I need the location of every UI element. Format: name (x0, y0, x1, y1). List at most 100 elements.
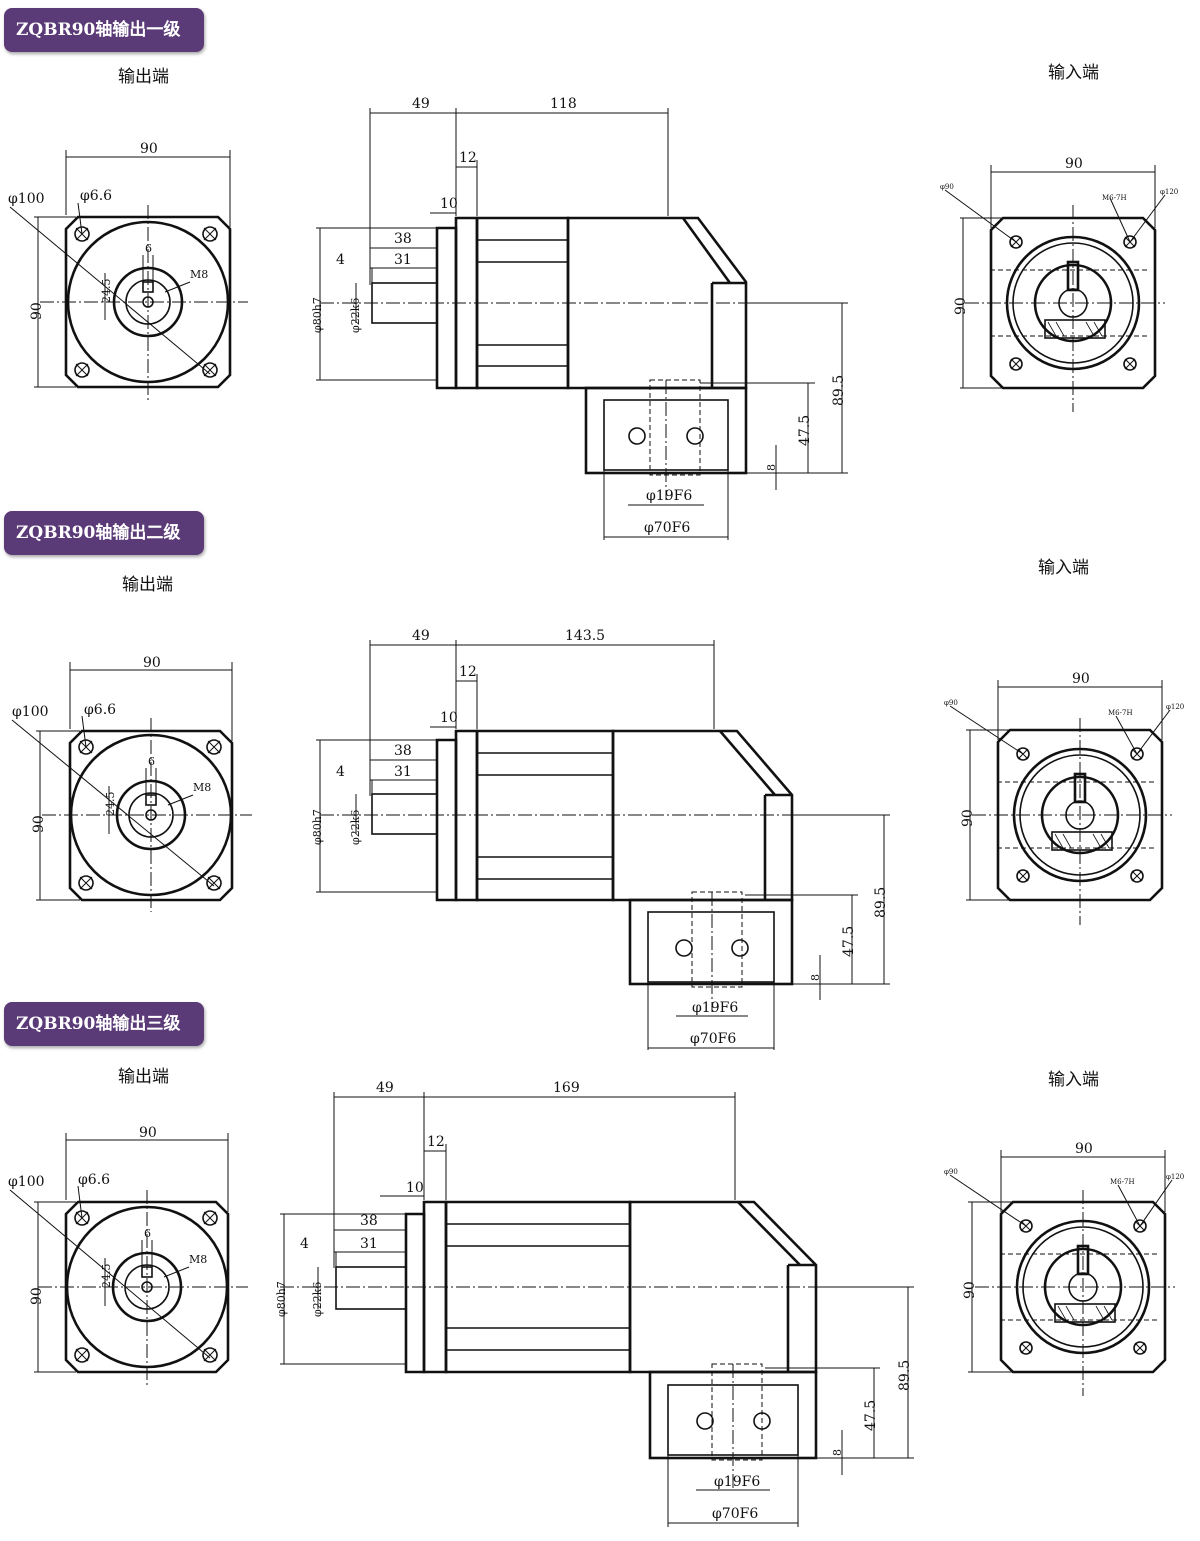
input-height-dim-2: 90 (960, 809, 976, 827)
side-spigot-2: φ70F6 (690, 1031, 736, 1047)
side-key-len-1: 31 (394, 252, 412, 268)
section-title-2: ZQBR90轴输出二级 (4, 511, 204, 555)
input-view-2: 90 90 φ90 M6-7H φ120 (944, 671, 1184, 925)
input-view-1: 90 90 φ90 M6-7H φ120 (940, 156, 1178, 412)
front-hole-dim-2: φ6.6 (84, 702, 116, 718)
output-end-label-2: 输出端 (122, 575, 173, 595)
front-pcd-dim-1: φ100 (8, 191, 45, 207)
front-hole-dim-3: φ6.6 (78, 1172, 110, 1188)
front-width-dim-2: 90 (143, 655, 161, 671)
output-end-label-3: 输出端 (118, 1067, 169, 1087)
side-bore-2: φ19F6 (692, 1000, 738, 1016)
side-key-off-2: 4 (336, 764, 345, 780)
side-base-height-3: 47.5 (863, 1400, 879, 1431)
section-1-drawings: 输出端 输入端 (8, 63, 1178, 540)
front-height-dim-3: 90 (29, 1287, 45, 1305)
side-shaft-dia-2: φ22k6 (349, 810, 362, 845)
front-view-1: 90 90 φ100 φ6.6 6 24.5 M8 (8, 141, 248, 400)
side-view-1: 49 118 12 10 38 31 4 φ80h7 φ22k6 89.5 47… (311, 96, 848, 540)
input-screws-2: M6-7H (1108, 709, 1133, 717)
front-key-dim-3: 6 (144, 1227, 151, 1240)
side-view-2: 49 143.5 12 10 38 31 4 φ80h7 φ22k6 89.5 … (311, 628, 890, 1050)
input-pcd-left-1: φ90 (940, 183, 954, 191)
side-total-height-1: 89.5 (831, 375, 847, 406)
front-key-height-dim-1: 24.5 (100, 279, 113, 304)
side-bore-1: φ19F6 (646, 488, 692, 504)
side-base-offset-2: 8 (809, 974, 822, 981)
side-base-height-2: 47.5 (841, 926, 857, 957)
input-pcd-right-2: φ120 (1166, 703, 1184, 711)
input-end-label-1: 输入端 (1048, 63, 1099, 83)
input-height-dim-1: 90 (953, 297, 969, 315)
side-step-3: 12 (427, 1134, 445, 1150)
side-key-len-3: 31 (360, 1236, 378, 1252)
side-shaft-dia-1: φ22k6 (349, 298, 362, 333)
side-bore-3: φ19F6 (714, 1474, 760, 1490)
input-width-dim-3: 90 (1075, 1141, 1093, 1157)
section-title-3: ZQBR90轴输出三级 (4, 1002, 204, 1046)
front-key-dim-2: 6 (148, 755, 155, 768)
section-2-drawings: 输出端 输入端 (11, 558, 1184, 1050)
side-key-off-3: 4 (300, 1236, 309, 1252)
input-view-3: 90 90 φ90 M6-7H φ120 (944, 1141, 1184, 1396)
front-pcd-dim-3: φ100 (8, 1174, 45, 1190)
side-shaft-dia-3: φ22k6 (311, 1282, 324, 1317)
side-shaft-len-2: 38 (394, 743, 412, 759)
front-pcd-dim-2: φ100 (12, 704, 49, 720)
side-flange-len-1: 49 (412, 96, 430, 112)
front-width-dim-3: 90 (139, 1125, 157, 1141)
input-screws-3: M6-7H (1110, 1178, 1135, 1186)
side-collar-1: 10 (440, 196, 458, 212)
front-key-height-dim-2: 24.5 (104, 792, 117, 817)
side-pilot-3: φ80h7 (275, 1281, 288, 1317)
input-pcd-left-2: φ90 (944, 699, 958, 707)
input-pcd-right-3: φ120 (1166, 1173, 1184, 1181)
side-collar-2: 10 (440, 710, 458, 726)
side-key-len-2: 31 (394, 764, 412, 780)
side-view-3: 49 169 12 10 38 31 4 φ80h7 φ22k6 89.5 47… (275, 1080, 914, 1527)
front-hole-dim-1: φ6.6 (80, 188, 112, 204)
side-total-height-3: 89.5 (897, 1360, 913, 1391)
side-total-height-2: 89.5 (873, 887, 889, 918)
input-width-dim-2: 90 (1072, 671, 1090, 687)
section-3-drawings: 输出端 输入端 (8, 1067, 1184, 1527)
input-pcd-left-3: φ90 (944, 1168, 958, 1176)
side-key-off-1: 4 (336, 252, 345, 268)
side-step-2: 12 (459, 664, 477, 680)
front-thread-dim-1: M8 (190, 268, 208, 281)
output-end-label-1: 输出端 (118, 67, 169, 87)
section-title-1: ZQBR90轴输出一级 (4, 8, 204, 52)
front-width-dim-1: 90 (140, 141, 158, 157)
side-spigot-1: φ70F6 (644, 520, 690, 536)
side-shaft-len-1: 38 (394, 231, 412, 247)
side-pilot-2: φ80h7 (311, 809, 324, 845)
front-height-dim-1: 90 (29, 302, 45, 320)
side-body-len-3: 169 (553, 1080, 580, 1096)
front-view-2: 90 90 φ100 φ6.6 6 24.5 M8 (11, 655, 252, 912)
side-body-len-2: 143.5 (565, 628, 605, 644)
input-end-label-2: 输入端 (1038, 558, 1089, 578)
input-height-dim-3: 90 (962, 1281, 978, 1299)
front-view-3: 90 90 φ100 φ6.6 6 24.5 M8 (8, 1125, 248, 1385)
side-base-offset-3: 8 (831, 1449, 844, 1456)
front-thread-dim-2: M8 (193, 781, 211, 794)
side-base-height-1: 47.5 (797, 415, 813, 446)
side-base-offset-1: 8 (765, 464, 778, 471)
side-step-1: 12 (459, 150, 477, 166)
side-flange-len-3: 49 (376, 1080, 394, 1096)
side-flange-len-2: 49 (412, 628, 430, 644)
input-screws-1: M6-7H (1102, 194, 1127, 202)
input-end-label-3: 输入端 (1048, 1070, 1099, 1090)
input-pcd-right-1: φ120 (1160, 188, 1178, 196)
side-shaft-len-3: 38 (360, 1213, 378, 1229)
side-body-len-1: 118 (550, 96, 577, 112)
input-width-dim-1: 90 (1065, 156, 1083, 172)
side-pilot-1: φ80h7 (311, 297, 324, 333)
side-collar-3: 10 (406, 1180, 424, 1196)
side-spigot-3: φ70F6 (712, 1506, 758, 1522)
front-key-dim-1: 6 (145, 242, 152, 255)
front-key-height-dim-3: 24.5 (100, 1264, 113, 1289)
front-thread-dim-3: M8 (189, 1253, 207, 1266)
